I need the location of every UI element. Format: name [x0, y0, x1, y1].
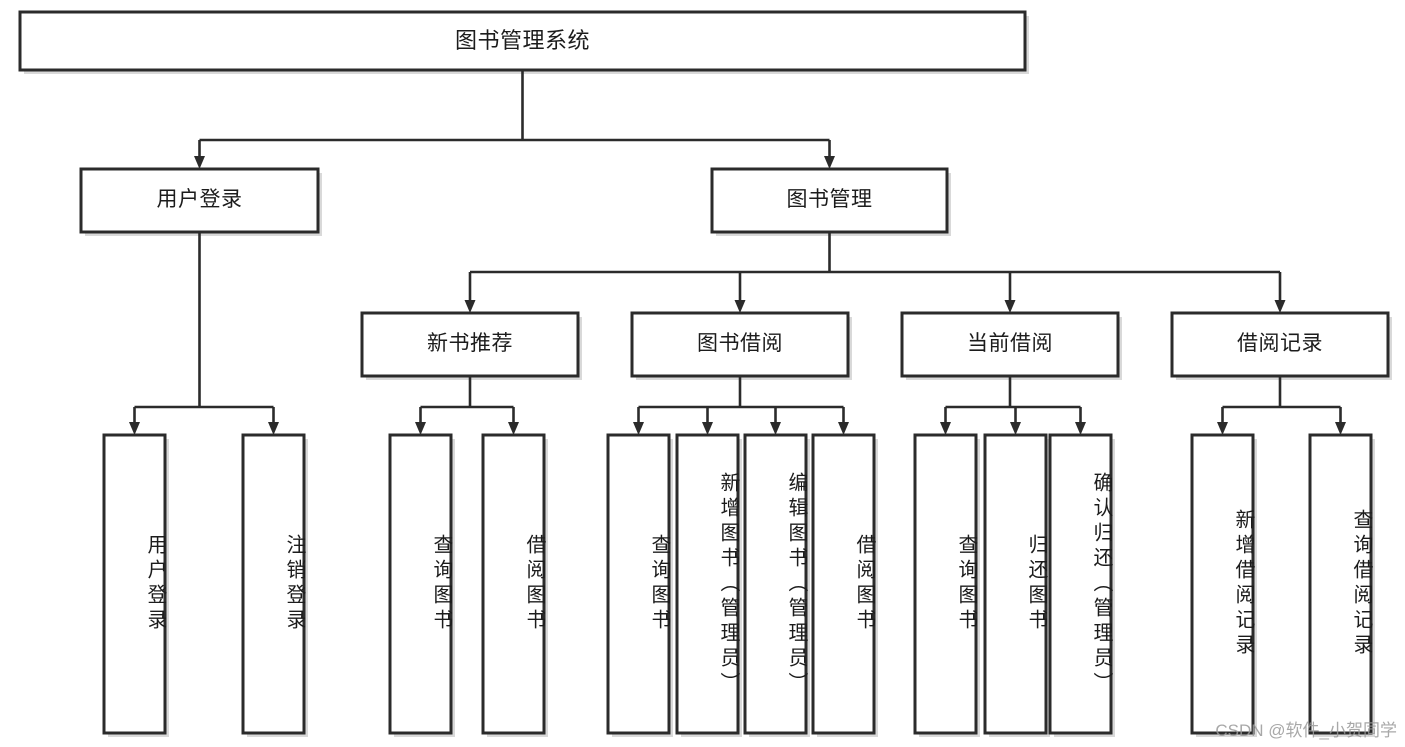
- node-box-leaf-user-logout[interactable]: [241, 433, 306, 735]
- node-box-leaf-confirm-return[interactable]: [1048, 433, 1113, 735]
- node-box-leaf-query-book-cur[interactable]: [913, 433, 978, 735]
- arrow-head: [824, 156, 835, 169]
- watermark: CSDN @软件_小贺同学: [1215, 721, 1397, 740]
- arrow-head: [633, 422, 644, 435]
- node-box-leaf-add-book[interactable]: [675, 433, 740, 735]
- node-box-book-borrow[interactable]: [630, 311, 850, 378]
- node-box-leaf-edit-book[interactable]: [743, 433, 808, 735]
- arrow-head: [508, 422, 519, 435]
- arrow-head: [770, 422, 781, 435]
- node-box-new-book-rec[interactable]: [360, 311, 580, 378]
- node-box-leaf-return-book[interactable]: [983, 433, 1048, 735]
- arrow-head: [464, 300, 476, 313]
- node-box-current-borrow[interactable]: [900, 311, 1120, 378]
- arrow-head: [1075, 422, 1086, 435]
- arrow-head: [129, 422, 140, 435]
- arrow-head: [1010, 422, 1021, 435]
- node-box-leaf-borrow-book[interactable]: [811, 433, 876, 735]
- node-box-leaf-query-record[interactable]: [1308, 433, 1373, 735]
- node-box-leaf-borrow-book-rec[interactable]: [481, 433, 546, 735]
- node-box-leaf-user-login[interactable]: [102, 433, 167, 735]
- arrow-head: [1274, 300, 1286, 313]
- arrow-head: [1004, 300, 1016, 313]
- arrow-head: [702, 422, 713, 435]
- node-box-leaf-query-book-rec[interactable]: [388, 433, 453, 735]
- node-box-leaf-add-record[interactable]: [1190, 433, 1255, 735]
- arrow-head: [268, 422, 279, 435]
- arrow-head: [415, 422, 426, 435]
- arrow-head: [734, 300, 746, 313]
- box-layer: [18, 10, 1390, 735]
- arrow-head: [1335, 422, 1346, 435]
- node-box-user-login[interactable]: [79, 167, 320, 234]
- arrow-head: [1217, 422, 1228, 435]
- arrow-head: [194, 156, 205, 169]
- node-box-leaf-query-book[interactable]: [606, 433, 671, 735]
- node-box-borrow-record[interactable]: [1170, 311, 1390, 378]
- node-box-book-manage[interactable]: [710, 167, 949, 234]
- edge-layer: [129, 70, 1346, 435]
- node-box-root[interactable]: [18, 10, 1027, 72]
- arrow-head: [940, 422, 951, 435]
- arrow-head: [838, 422, 849, 435]
